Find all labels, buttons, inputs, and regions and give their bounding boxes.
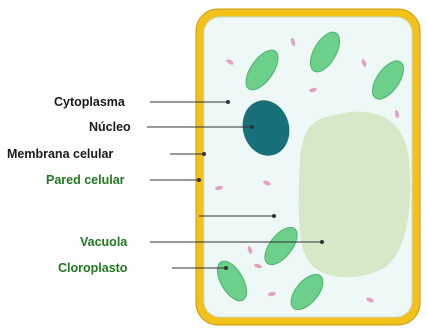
- membrane-dot: [202, 152, 206, 156]
- cytoplasm-dot: [226, 100, 230, 104]
- unlabeled-dot: [272, 214, 276, 218]
- label-cell-wall: Pared celular: [46, 173, 125, 187]
- label-membrane: Membrana celular: [7, 147, 113, 161]
- label-nucleus: Núcleo: [89, 120, 131, 134]
- nucleus-dot: [250, 125, 254, 129]
- label-cytoplasm: Cytoplasma: [54, 95, 125, 109]
- vacuole: [299, 112, 411, 278]
- vacuole-dot: [320, 240, 324, 244]
- label-vacuole: Vacuola: [80, 235, 127, 249]
- cell-wall-dot: [197, 178, 201, 182]
- label-chloroplast: Cloroplasto: [58, 261, 127, 275]
- chloroplast-dot: [224, 266, 228, 270]
